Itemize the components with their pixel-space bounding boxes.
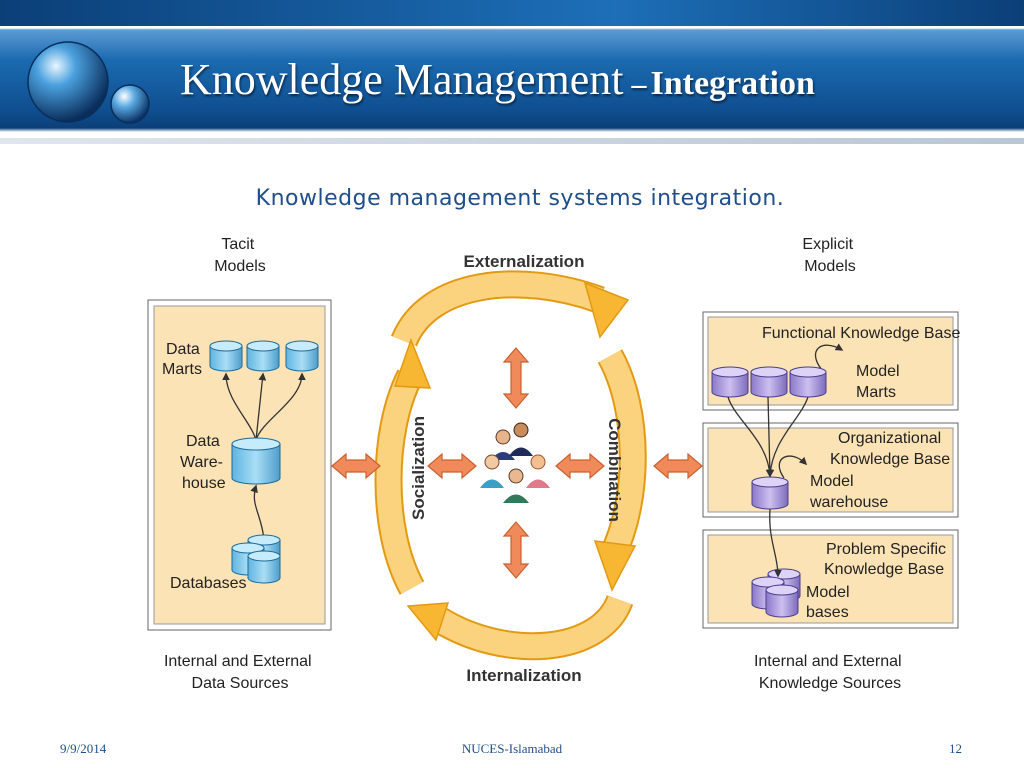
horizontal-double-arrow [555, 452, 605, 480]
internalization-arrow [406, 594, 634, 661]
data-warehouse-label: Data Ware- house [180, 433, 227, 492]
problem-kb-label: Problem Specific Knowledge Base [824, 541, 951, 578]
footer-page-number: 12 [949, 741, 962, 756]
footer-date: 9/9/2014 [60, 741, 107, 756]
data-warehouse-cylinder [231, 437, 281, 485]
cycle-arrow [778, 455, 808, 479]
organizational-kb-box [702, 422, 959, 518]
vertical-double-arrow [502, 521, 530, 579]
slide-subtitle: Knowledge management systems integration… [255, 186, 785, 211]
socialization-label: Socialization [409, 416, 428, 520]
knowledge-sources-caption: Internal and External Knowledge Sources [754, 653, 906, 692]
model-warehouse-cylinder [751, 476, 789, 510]
model-bases-label: Model bases [806, 584, 854, 621]
data-mart-cylinder [209, 340, 243, 372]
model-mart-cylinder [789, 366, 827, 398]
header-top-band [0, 0, 1024, 26]
databases-label: Databases [170, 575, 247, 592]
flow-arrow [255, 372, 267, 441]
internalization-label: Internalization [466, 666, 581, 685]
externalization-label: Externalization [464, 252, 585, 271]
title-main: Knowledge Management [180, 55, 624, 104]
data-mart-cylinder [246, 340, 280, 372]
flow-arrow [250, 484, 265, 541]
horizontal-double-arrow [331, 452, 381, 480]
title-sub: Integration [650, 65, 815, 102]
functional-kb-label: Functional Knowledge Base [762, 325, 960, 342]
databases-cylinders [231, 534, 281, 584]
data-sources-caption: Internal and External Data Sources [164, 653, 316, 692]
footer-organization: NUCES-Islamabad [461, 741, 563, 756]
title-dash: – [631, 68, 647, 101]
cycle-arrow [814, 343, 844, 371]
combination-label: Combination [605, 418, 624, 522]
tacit-models-label: Tacit Models [214, 236, 266, 275]
flow-arrow [255, 372, 306, 441]
model-bases-cylinders [751, 568, 801, 618]
externalization-arrow [391, 270, 630, 348]
sphere-logo-icon [27, 41, 150, 124]
data-marts-label: Data Marts [162, 341, 204, 378]
model-marts-label: Model Marts [856, 363, 904, 401]
horizontal-double-arrow [427, 452, 477, 480]
flow-arrow [766, 396, 809, 478]
model-mart-cylinder [711, 366, 749, 398]
slide-header: Knowledge Management– Integration [0, 0, 1024, 144]
flow-arrow [727, 396, 774, 478]
flow-arrow [222, 372, 257, 441]
organizational-kb-label: Organizational Knowledge Base [830, 430, 950, 468]
header-rule [0, 138, 1024, 144]
page-title: Knowledge Management– Integration [180, 54, 815, 105]
problem-kb-box [702, 529, 959, 629]
combination-arrow [593, 349, 647, 592]
explicit-models-label: Explicit Models [802, 236, 857, 275]
socialization-arrow [374, 337, 432, 595]
horizontal-double-arrow [653, 452, 703, 480]
vertical-double-arrow [502, 347, 530, 409]
flow-arrow [769, 508, 782, 578]
model-warehouse-label: Model warehouse [809, 473, 888, 511]
flow-arrow [765, 396, 774, 478]
people-group-icon [480, 422, 550, 503]
data-mart-cylinder [285, 340, 319, 372]
model-mart-cylinder [750, 366, 788, 398]
